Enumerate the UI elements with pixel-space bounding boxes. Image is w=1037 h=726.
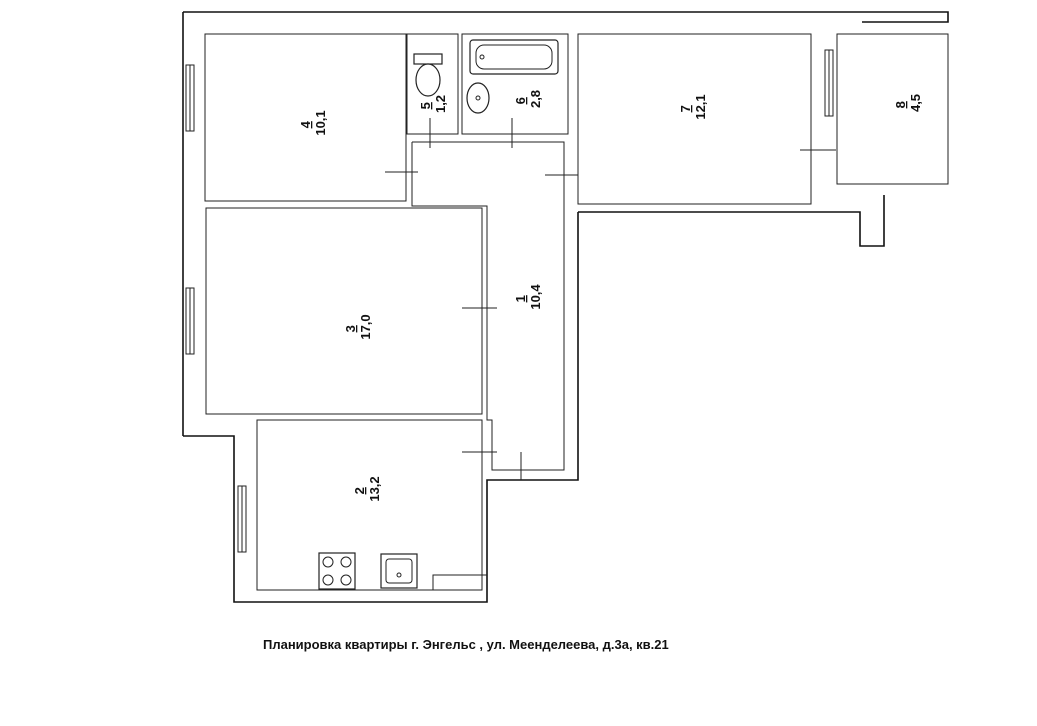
toilet [413,53,443,97]
room-3-outline [205,207,483,415]
room-7-label: 7 12,1 [678,94,708,119]
room-number: 7 [678,105,693,112]
kitchen-sink [380,553,418,589]
room-4-outline [204,33,407,202]
outer-walls [182,11,949,603]
room-area: 12,1 [693,94,708,119]
room-1-outline [411,141,565,471]
room-number: 8 [893,101,908,108]
room-area: 4,5 [908,94,923,112]
bathtub [469,39,559,75]
room-number: 5 [418,102,433,109]
bathroom-sink [466,82,490,114]
room-area: 10,1 [313,110,328,135]
room-area: 17,0 [358,314,373,339]
room-area: 2,8 [528,90,543,108]
room-area: 1,2 [433,95,448,113]
room-2-outline [256,419,483,591]
room-8-outline [836,33,949,185]
room-area: 13,2 [367,476,382,501]
room-number: 2 [352,487,367,494]
room-5-outline [406,33,459,135]
stove [318,552,356,590]
room-6-label: 6 2,8 [513,90,543,108]
room-number: 3 [343,325,358,332]
room-1-label: 1 10,4 [513,284,543,310]
door-marks [385,118,836,480]
room-number: 1 [513,295,528,302]
room-number: 6 [513,97,528,104]
room-6-outline [461,33,569,135]
kitchen-counter [257,574,487,591]
room-5-label: 5 1,2 [418,95,448,113]
room-4-label: 4 10,1 [298,110,328,135]
room-area: 10,4 [528,284,543,310]
room-number: 4 [298,120,313,128]
room-2-label: 2 13,2 [352,476,382,501]
room-7-outline [577,33,812,205]
plan-caption: Планировка квартиры г. Энгельс , ул. Мее… [263,637,669,652]
windows [185,49,834,553]
room-3-label: 3 17,0 [343,314,373,339]
room-8-label: 8 4,5 [893,94,923,112]
